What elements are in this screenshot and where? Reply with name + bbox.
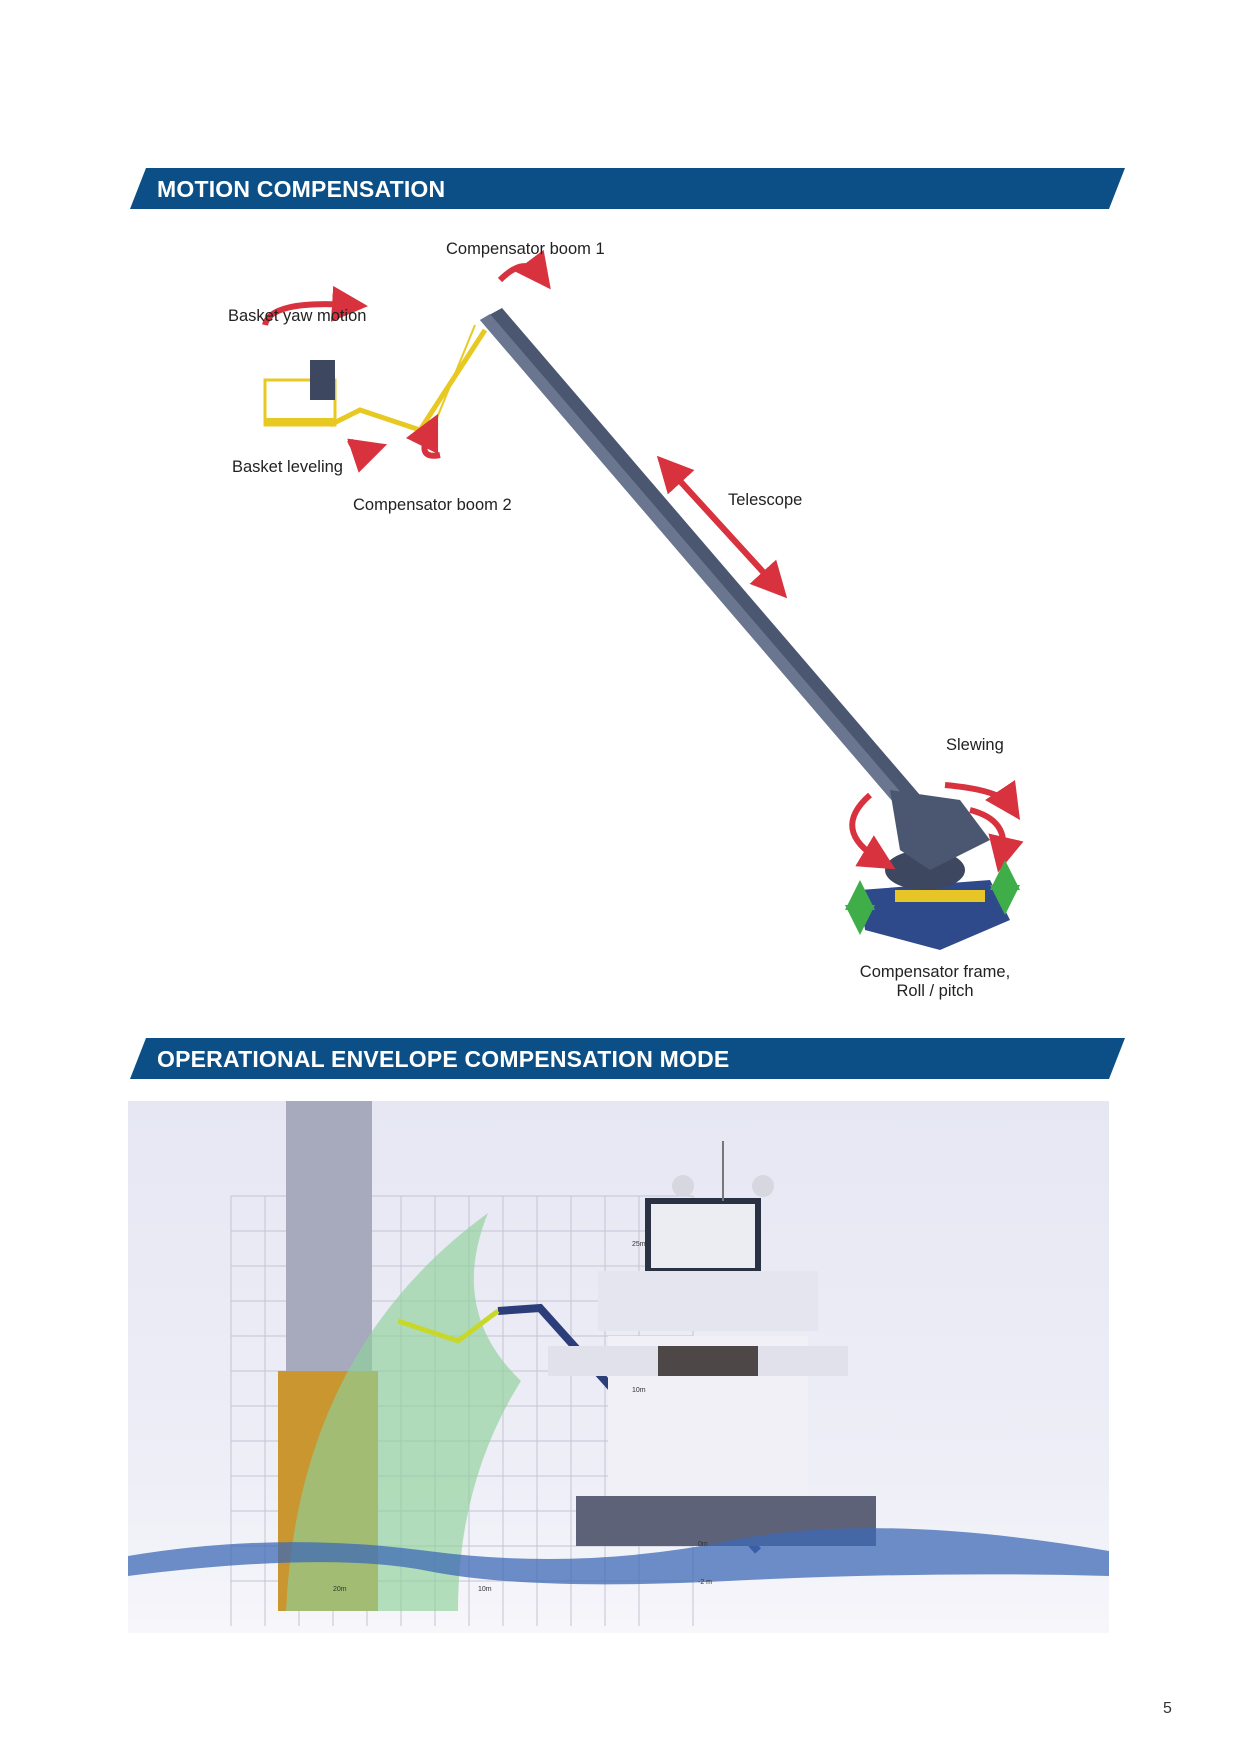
label-basket-yaw-motion: Basket yaw motion [228,307,367,325]
crane-motion-diagram [262,249,1024,950]
label-basket-leveling: Basket leveling [232,458,343,476]
personnel-basket [263,360,337,427]
vessel [548,1141,876,1546]
label-frame-line1: Compensator frame, [859,963,1011,981]
telescopic-boom [480,308,950,845]
label-slewing: Slewing [946,736,1004,754]
turbine-tower [286,1101,372,1401]
compensator-frame [860,790,1010,950]
lattice-compensator-boom [328,324,488,436]
label-telescope: Telescope [728,491,803,509]
working-envelope [286,1213,521,1611]
height-tick-25m: 25m [632,1241,646,1248]
section-title: OPERATIONAL ENVELOPE COMPENSATION MODE [157,1046,730,1072]
height-tick-minus-2m: -2 m [698,1579,712,1586]
height-tick-0m: 0m [698,1541,708,1548]
operational-envelope-illustration: 25m 10m 0m -2 m 20m 10m [128,1101,1109,1633]
label-frame-line2: Roll / pitch [896,982,974,1000]
distance-tick-20m: 20m [333,1586,347,1593]
sea-surface [128,1528,1109,1585]
page-number: 5 [1163,1700,1172,1717]
section-banner-operational-envelope: OPERATIONAL ENVELOPE COMPENSATION MODE [130,1038,1125,1079]
heave-arrows [845,860,1020,935]
rotation-arrows [262,249,1024,873]
section-title: MOTION COMPENSATION [157,176,446,202]
label-compensator-boom-1: Compensator boom 1 [446,240,605,258]
section-banner-motion-compensation: MOTION COMPENSATION [130,168,1125,209]
distance-tick-10m: 10m [478,1586,492,1593]
label-compensator-boom-2: Compensator boom 2 [353,496,512,514]
height-tick-10m: 10m [632,1387,646,1394]
label-compensator-frame: Compensator frame, Roll / pitch [855,963,1015,1001]
